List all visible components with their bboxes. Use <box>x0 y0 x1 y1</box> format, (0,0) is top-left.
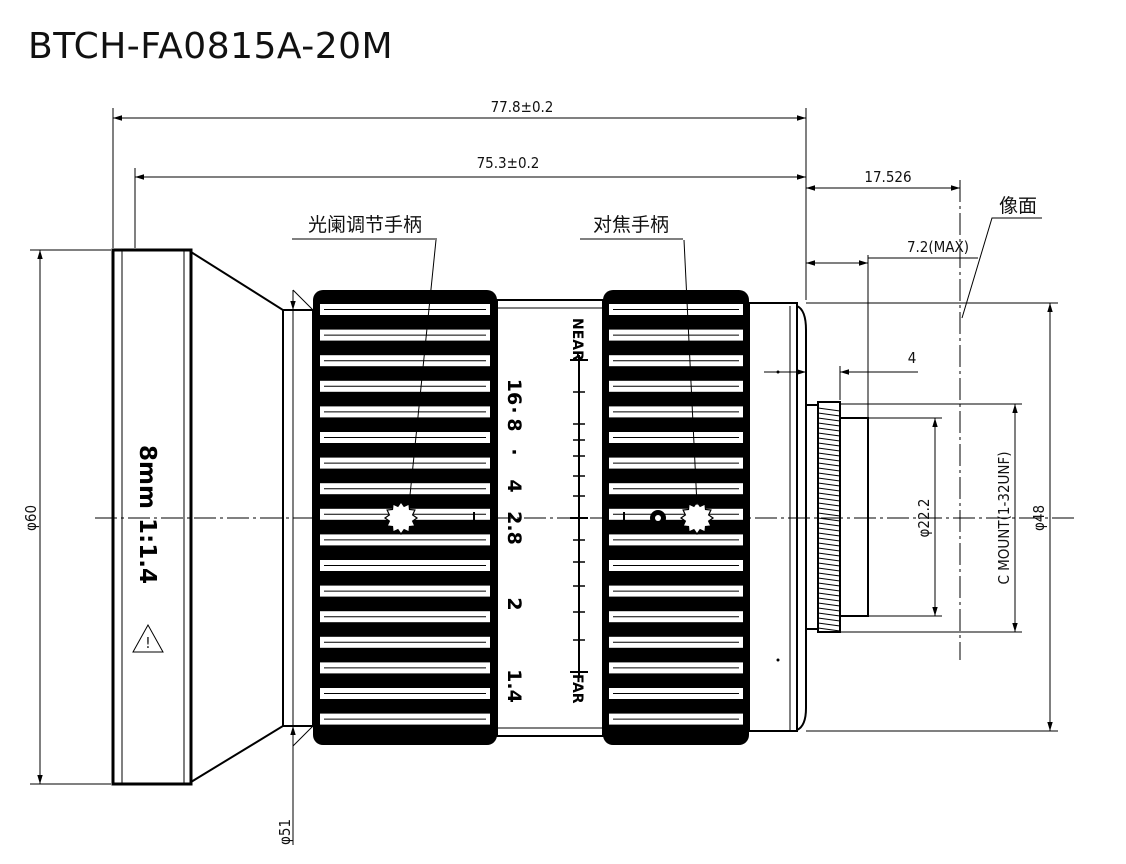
focus-scale-ruler: NEAR FAR <box>569 318 588 704</box>
iris-scale-numbers: 16·8·42.821.4 <box>503 379 525 703</box>
focal-length-marking: 8mm <box>134 445 160 509</box>
focus-handle-callout: 对焦手柄 <box>580 214 698 506</box>
dim-overall-length: 77.8±0.2 <box>112 98 807 300</box>
iris-handle-callout: 光阑调节手柄 <box>292 214 437 506</box>
f-stop-value: 2.8 <box>503 511 525 545</box>
front-ring <box>111 248 284 786</box>
svg-text:!: ! <box>145 634 150 652</box>
knob-outline <box>679 500 715 536</box>
f-stop-value: 2 <box>503 597 525 610</box>
dim-back-protrusion: 7.2(MAX) <box>806 238 978 418</box>
svg-text:77.8±0.2: 77.8±0.2 <box>491 98 554 116</box>
f-stop-value: 4 <box>503 479 525 492</box>
rear-body <box>748 302 807 732</box>
svg-text:4: 4 <box>908 349 917 367</box>
aperture-marking: 1:1.4 <box>134 518 160 584</box>
near-label: NEAR <box>569 318 585 361</box>
svg-text:17.526: 17.526 <box>864 168 911 186</box>
svg-text:75.3±0.2: 75.3±0.2 <box>477 154 540 172</box>
svg-text:φ48: φ48 <box>1030 505 1048 531</box>
dim-rear-diameter: φ48 <box>806 302 1058 732</box>
svg-text:φ22.2: φ22.2 <box>915 499 933 538</box>
svg-text:C MOUNT(1-32UNF): C MOUNT(1-32UNF) <box>995 451 1013 584</box>
c-mount-thread <box>805 401 869 633</box>
dim-thread-length: 4 <box>764 349 918 400</box>
drawing-title: BTCH-FA0815A-20M <box>28 26 394 67</box>
svg-text:φ51: φ51 <box>276 819 294 845</box>
svg-text:光阑调节手柄: 光阑调节手柄 <box>308 214 422 236</box>
svg-text:φ60: φ60 <box>22 505 40 531</box>
far-label: FAR <box>569 674 585 704</box>
dim-rear-element-diameter: φ22.2 <box>868 417 942 617</box>
focus-grip-ring[interactable] <box>603 290 749 745</box>
f-stop-value: 8 <box>503 418 525 431</box>
dim-barrel-diameter: φ51 <box>276 289 314 845</box>
f-stop-value: · <box>503 406 525 413</box>
dim-front-diameter: φ60 <box>22 249 111 785</box>
dim-flange-back: 17.526 <box>806 168 960 191</box>
warning-triangle-icon: ! <box>132 623 164 653</box>
svg-text:对焦手柄: 对焦手柄 <box>593 214 669 236</box>
image-plane-callout: 像面 <box>961 195 1042 319</box>
dim-mount-thread: C MOUNT(1-32UNF) <box>840 403 1022 633</box>
svg-text:7.2(MAX): 7.2(MAX) <box>907 238 969 256</box>
dim-body-length: 75.3±0.2 <box>134 154 806 248</box>
f-stop-value: · <box>503 448 525 455</box>
f-stop-value: 1.4 <box>503 669 525 703</box>
focus-ring-knurl <box>609 304 743 725</box>
focus-handle-knob[interactable] <box>679 500 715 536</box>
svg-text:像面: 像面 <box>999 195 1037 217</box>
f-stop-value: 16 <box>503 379 525 405</box>
